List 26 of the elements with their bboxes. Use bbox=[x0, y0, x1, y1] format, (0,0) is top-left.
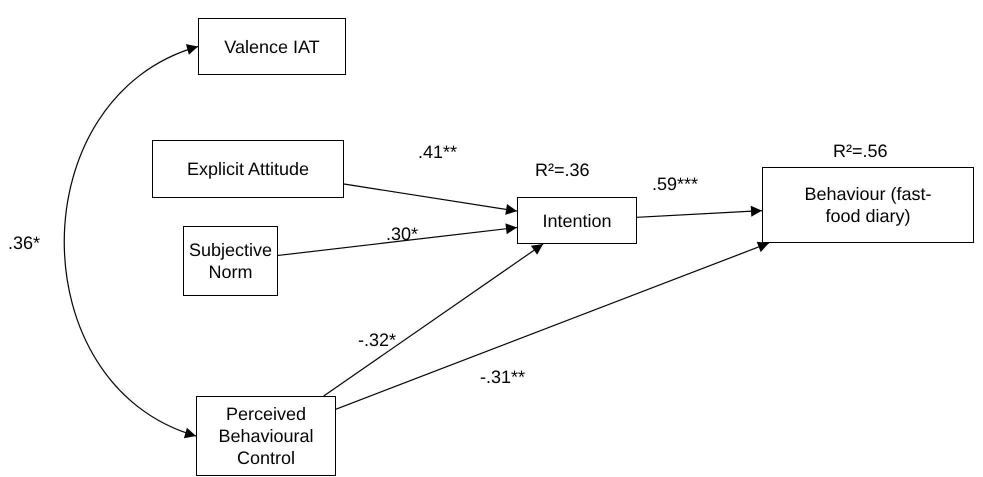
curved-arrow bbox=[64, 46, 198, 437]
path-coefficient: -.32* bbox=[358, 330, 396, 351]
variable-name: Behaviour (fast-food diary) bbox=[803, 183, 933, 227]
path-coefficient: .30* bbox=[386, 224, 418, 245]
r-squared-label: R²=.56 bbox=[833, 141, 888, 162]
variable-name: Explicit Attitude bbox=[186, 158, 310, 180]
arrow bbox=[344, 183, 518, 215]
variable-box bbox=[198, 18, 346, 75]
variable-name: Subjective Norm bbox=[188, 239, 274, 283]
arrow bbox=[278, 223, 518, 256]
path-coefficient: -.31** bbox=[480, 367, 526, 388]
arrow bbox=[336, 242, 770, 410]
r-squared-label: R²=.36 bbox=[535, 160, 590, 181]
path-coefficient: .59*** bbox=[652, 174, 698, 195]
variable-box bbox=[152, 140, 344, 198]
variable-name: Perceived Behavioural Control bbox=[217, 403, 315, 469]
arrow bbox=[636, 206, 762, 218]
variable-box bbox=[517, 197, 637, 244]
variable-box bbox=[762, 167, 974, 243]
path-coefficient: .41** bbox=[418, 142, 458, 163]
variable-name: Intention bbox=[542, 210, 612, 232]
variable-box bbox=[183, 226, 278, 296]
variable-name: Valence IAT bbox=[224, 36, 320, 58]
variable-box bbox=[196, 396, 336, 476]
path-coefficient: .36* bbox=[8, 233, 40, 254]
arrow bbox=[323, 244, 544, 396]
